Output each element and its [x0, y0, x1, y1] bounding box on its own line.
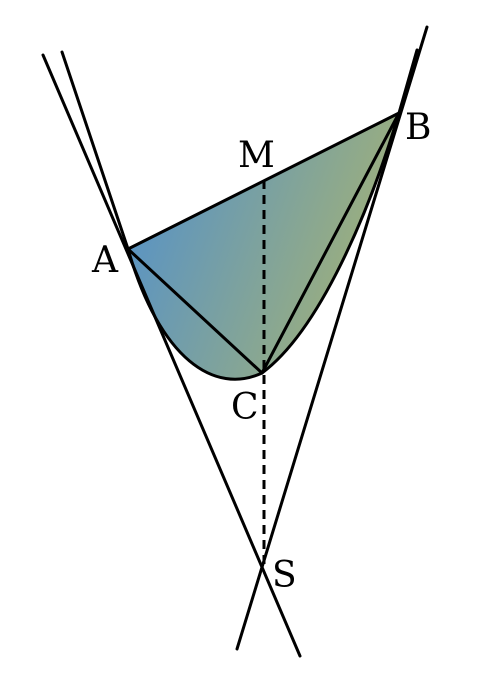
label-b: B	[405, 107, 431, 148]
tangent-line-b	[235, 25, 429, 651]
label-a: A	[91, 240, 119, 281]
chord-cb	[260, 111, 401, 375]
label-c: C	[231, 387, 259, 428]
label-s: S	[272, 555, 297, 596]
tangent-line-a	[41, 53, 302, 658]
chord-ac	[126, 247, 264, 375]
label-m: M	[238, 135, 275, 176]
auxiliary-line-b	[397, 48, 419, 115]
auxiliary-line-a	[60, 50, 130, 251]
